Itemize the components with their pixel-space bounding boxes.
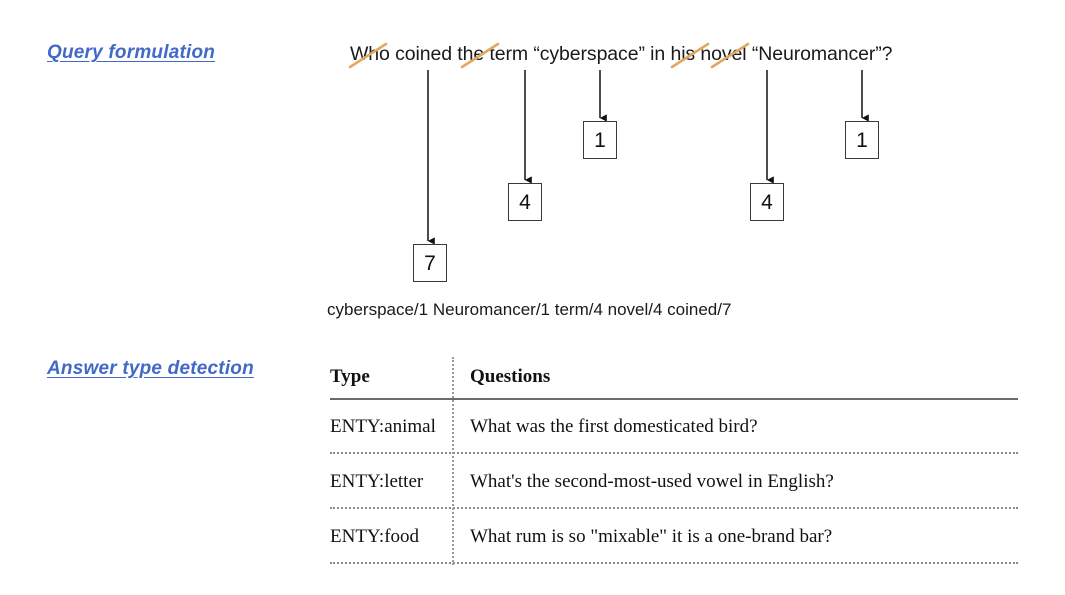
weight-box-term: 4 bbox=[508, 183, 542, 221]
cell-question: What rum is so "mixable" it is a one-bra… bbox=[470, 525, 833, 547]
weight-box-coined: 7 bbox=[413, 244, 447, 282]
cell-question: What was the first domesticated bird? bbox=[470, 415, 758, 437]
table-row: ENTY:food What rum is so "mixable" it is … bbox=[330, 509, 1018, 564]
table-header-rule bbox=[330, 398, 1018, 400]
column-header-type: Type bbox=[330, 365, 370, 387]
table-row-divider-2 bbox=[330, 507, 1018, 509]
weight-box-novel: 4 bbox=[750, 183, 784, 221]
weight-box-Neuromancer: 1 bbox=[845, 121, 879, 159]
query-sentence: Who coined the term “cyberspace” in his … bbox=[350, 43, 893, 65]
cell-type: ENTY:animal bbox=[330, 415, 436, 437]
column-header-questions: Questions bbox=[470, 365, 551, 387]
table-row-divider-1 bbox=[330, 452, 1018, 454]
table-bottom-rule bbox=[330, 562, 1018, 564]
table-row: ENTY:animal What was the first domesticat… bbox=[330, 399, 1018, 454]
answer-type-table: Type Questions ENTY:animal What was the f… bbox=[330, 356, 1018, 564]
weighted-query-result: cyberspace/1 Neuromancer/1 term/4 novel/… bbox=[327, 300, 732, 319]
cell-question: What's the second-most-used vowel in Eng… bbox=[470, 470, 834, 492]
table-row: ENTY:letter What's the second-most-used v… bbox=[330, 454, 1018, 509]
cell-type: ENTY:food bbox=[330, 525, 420, 547]
pointer-arrows bbox=[427, 70, 869, 245]
table-header-row: Type Questions bbox=[330, 356, 1018, 399]
section-label-query-formulation: Query formulation bbox=[47, 42, 216, 63]
cell-type: ENTY:letter bbox=[330, 470, 424, 492]
table-column-divider bbox=[452, 357, 454, 565]
weight-box-cyberspace: 1 bbox=[583, 121, 617, 159]
section-label-answer-type-detection: Answer type detection bbox=[47, 358, 254, 379]
